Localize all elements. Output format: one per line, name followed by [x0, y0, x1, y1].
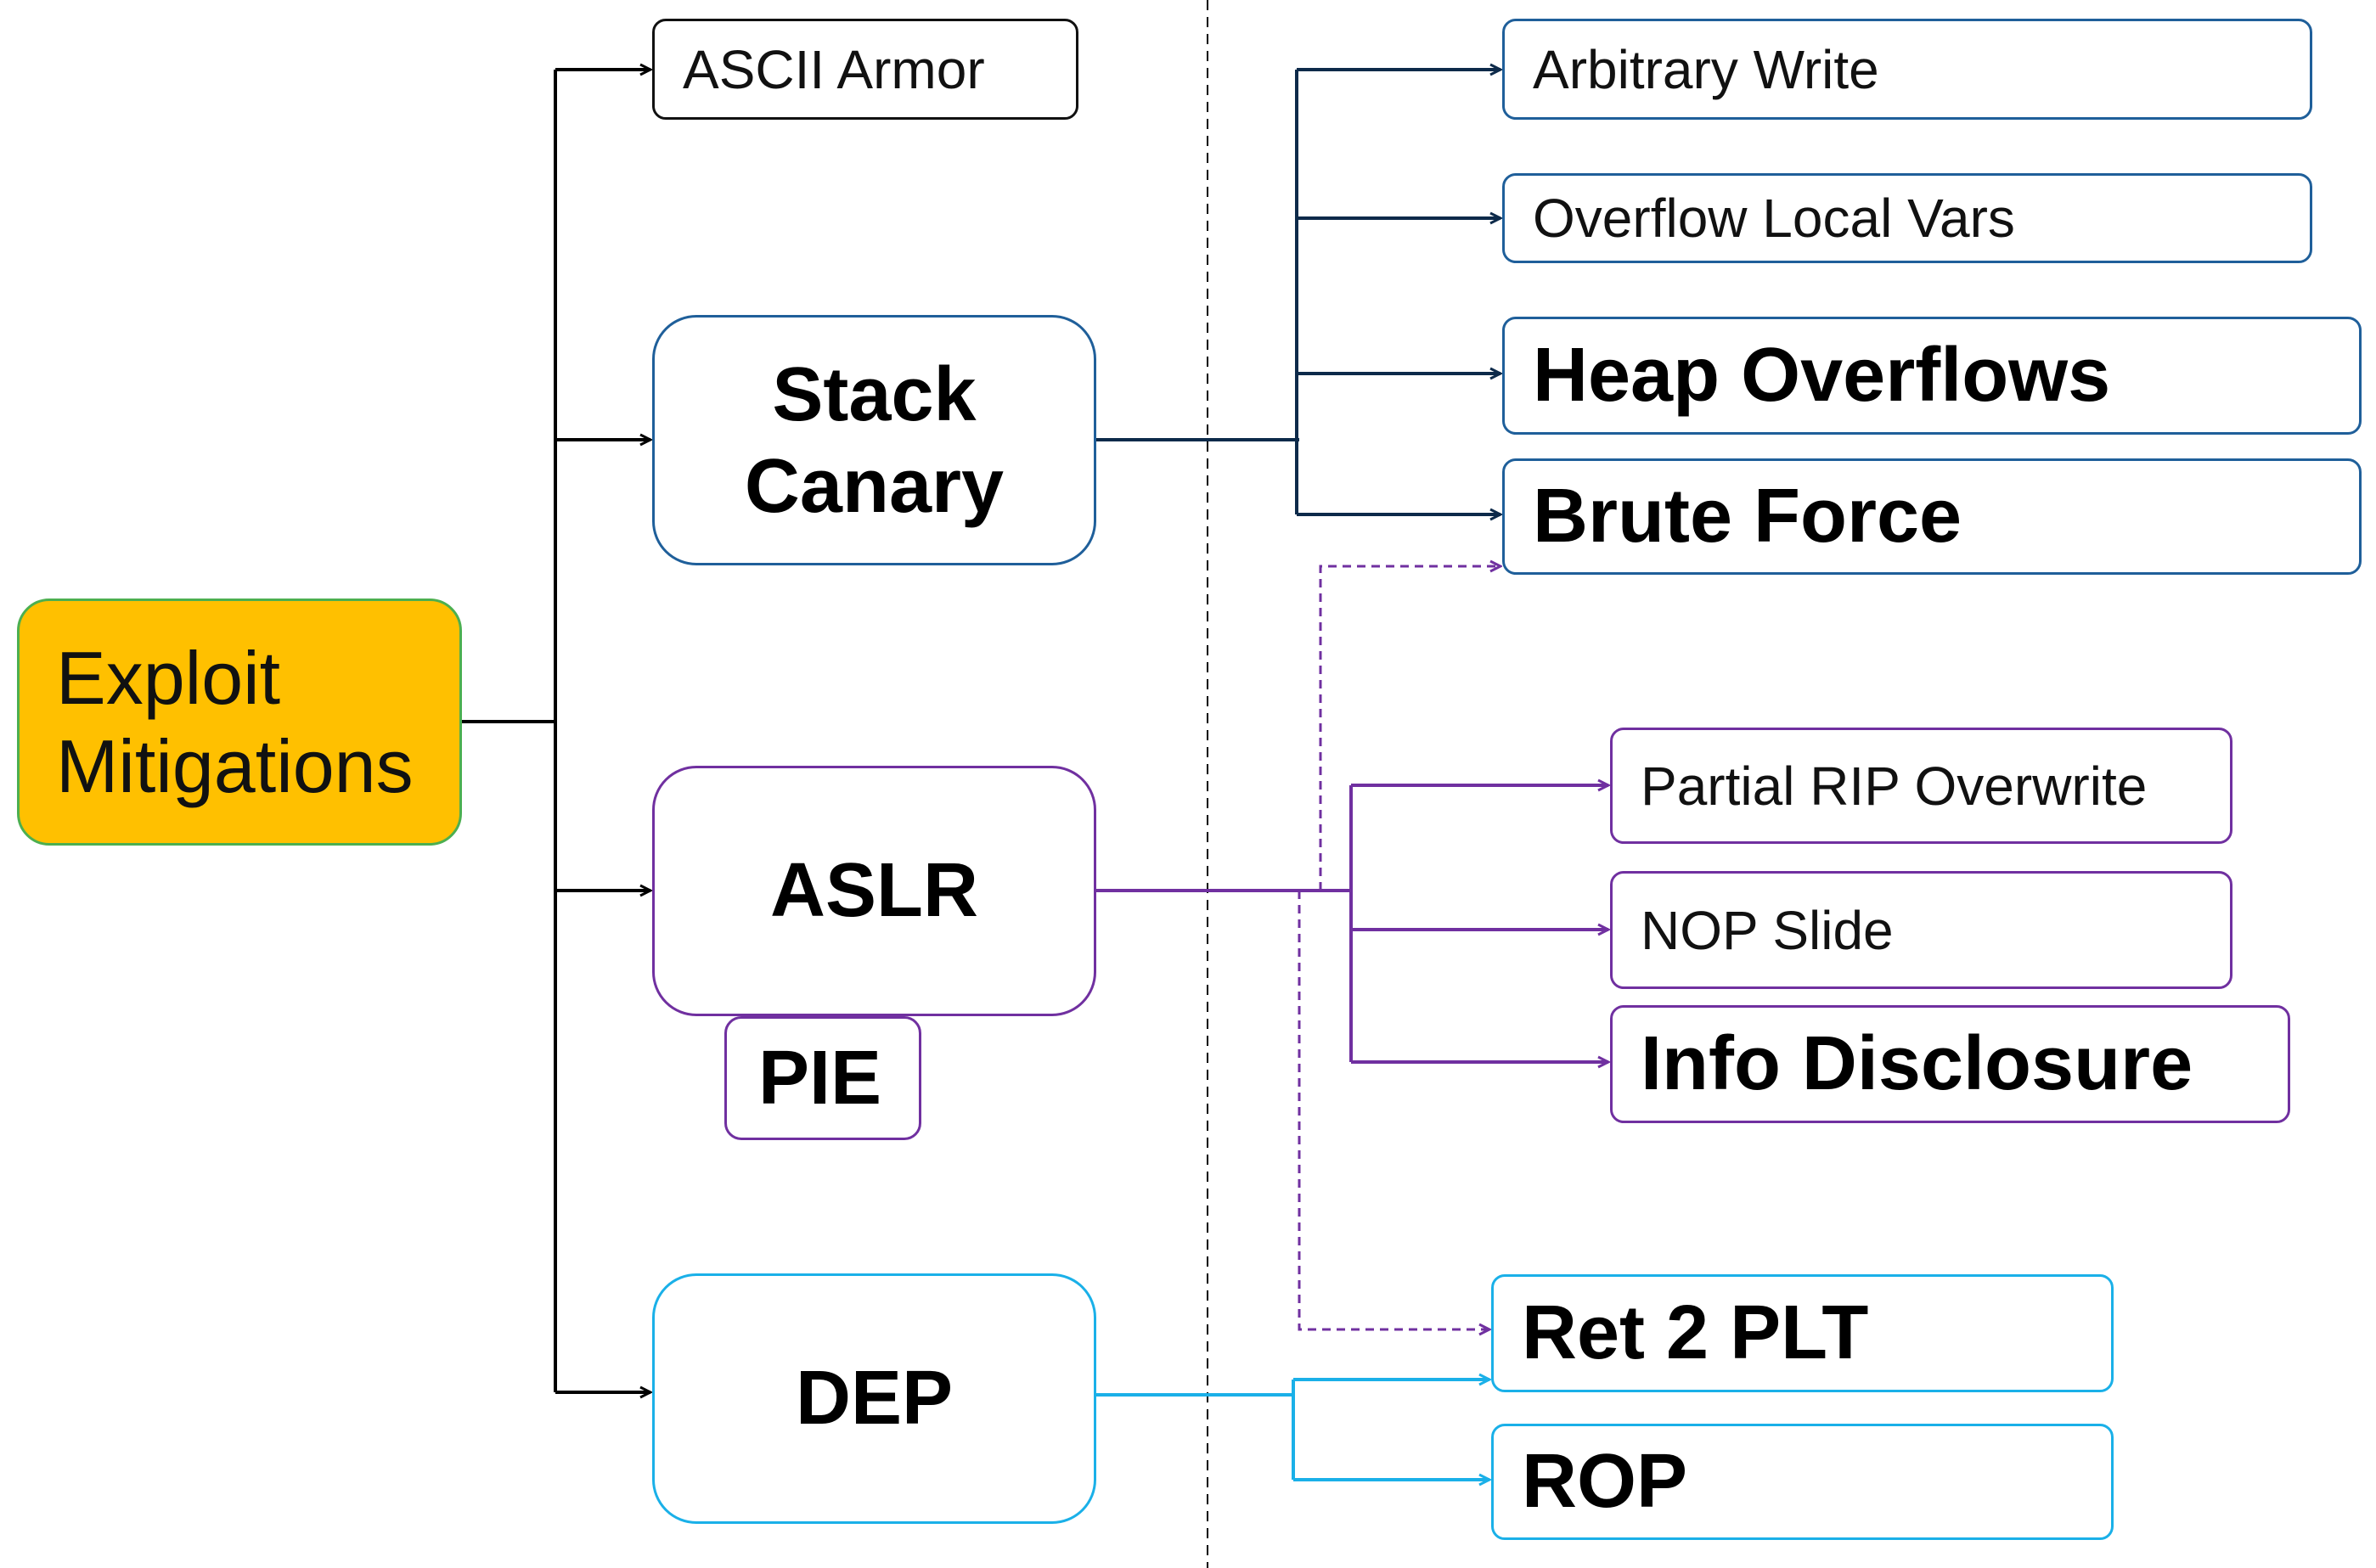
- node-info-disclosure-label: Info Disclosure: [1641, 1021, 2193, 1106]
- node-stack-canary: Stack Canary: [652, 315, 1096, 565]
- node-dep-label: DEP: [795, 1356, 954, 1441]
- node-pie-label: PIE: [758, 1035, 882, 1121]
- node-ascii-armor: ASCII Armor: [652, 19, 1078, 120]
- aslr-connectors: [1096, 785, 1608, 1062]
- node-brute-force: Brute Force: [1502, 458, 2362, 575]
- node-stack-canary-line1: Stack: [772, 351, 977, 437]
- node-nop-slide: NOP Slide: [1610, 871, 2232, 989]
- node-ascii-armor-label: ASCII Armor: [683, 38, 985, 100]
- node-rop: ROP: [1491, 1424, 2114, 1540]
- node-dep: DEP: [652, 1273, 1096, 1524]
- node-arbitrary-write: Arbitrary Write: [1502, 19, 2312, 120]
- node-exploit-mitigations-line2: Mitigations: [56, 723, 414, 808]
- node-heap-overflows-label: Heap Overflows: [1533, 333, 2111, 418]
- node-overflow-local-vars: Overflow Local Vars: [1502, 173, 2312, 263]
- node-overflow-local-vars-label: Overflow Local Vars: [1533, 188, 2015, 249]
- node-stack-canary-line2: Canary: [744, 443, 1005, 529]
- node-info-disclosure: Info Disclosure: [1610, 1005, 2290, 1123]
- root-connectors: [462, 70, 650, 1392]
- node-arbitrary-write-label: Arbitrary Write: [1533, 38, 1879, 100]
- node-brute-force-label: Brute Force: [1533, 474, 1962, 559]
- node-heap-overflows: Heap Overflows: [1502, 317, 2362, 435]
- node-partial-rip-overwrite-label: Partial RIP Overwrite: [1641, 755, 2148, 817]
- node-exploit-mitigations-line1: Exploit: [56, 635, 281, 720]
- node-aslr: ASLR: [652, 766, 1096, 1016]
- node-rop-label: ROP: [1522, 1439, 1688, 1524]
- dep-connectors: [1096, 1380, 1489, 1480]
- node-partial-rip-overwrite: Partial RIP Overwrite: [1610, 728, 2232, 844]
- stack-canary-connectors: [1096, 70, 1500, 514]
- node-nop-slide-label: NOP Slide: [1641, 899, 1894, 961]
- aslr-dashed-connectors: [1298, 566, 1500, 1329]
- node-pie: PIE: [724, 1016, 921, 1140]
- node-ret2plt-label: Ret 2 PLT: [1522, 1290, 1869, 1375]
- node-ret2plt: Ret 2 PLT: [1491, 1274, 2114, 1392]
- node-exploit-mitigations: Exploit Mitigations: [17, 599, 462, 846]
- node-aslr-label: ASLR: [770, 848, 978, 933]
